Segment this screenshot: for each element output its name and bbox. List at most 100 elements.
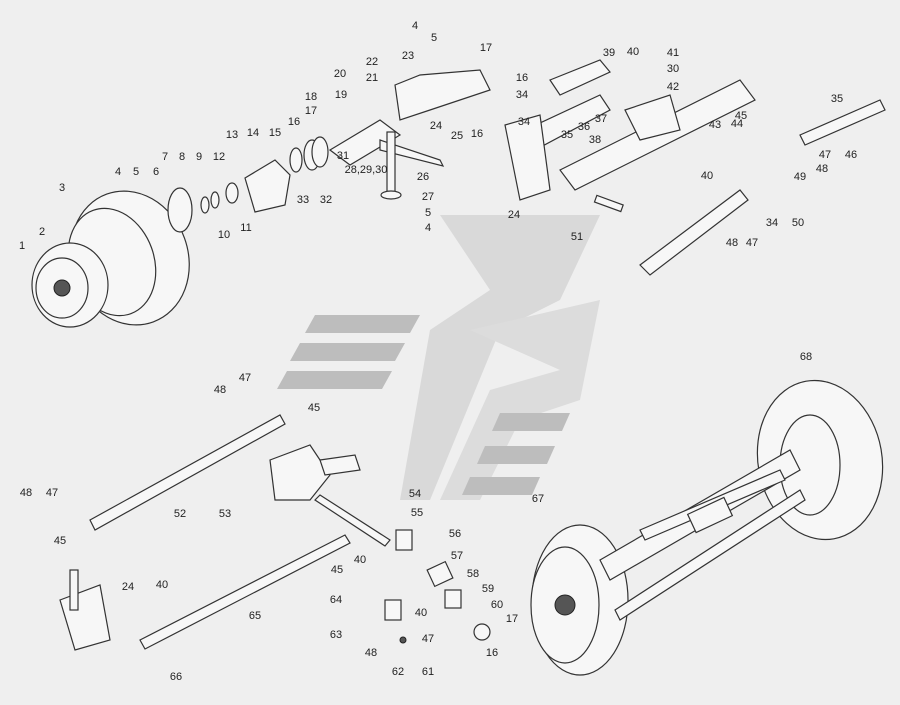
part-label: 50 [792,217,804,229]
part-label: 17 [480,42,492,54]
part-label: 64 [330,594,342,606]
part-label: 7 [162,151,168,163]
part-label: 68 [800,351,812,363]
part-label: 15 [269,127,281,139]
part-label: 55 [411,507,423,519]
part-label: 23 [402,50,414,62]
front-wheel-with-tire [31,190,190,328]
part-label: 53 [219,508,231,520]
steering-cylinders [504,59,886,276]
part-label: 43 [709,119,721,131]
part-label: 48 [726,237,738,249]
part-label: 40 [627,46,639,58]
part-label: 5 [133,166,139,178]
part-label: 45 [308,402,320,414]
part-label: 46 [845,149,857,161]
steering-knuckle-top [328,69,491,200]
part-label: 44 [731,118,743,130]
part-label: 4 [115,166,121,178]
logo-watermark [277,215,600,500]
part-label: 24 [430,120,442,132]
part-label: 4 [425,222,431,234]
part-label: 54 [409,488,421,500]
part-label: 51 [571,231,583,243]
part-label: 47 [819,149,831,161]
part-label: 5 [425,207,431,219]
part-label: 9 [196,151,202,163]
part-label: 30 [667,63,679,75]
part-label: 26 [417,171,429,183]
part-label: 16 [471,128,483,140]
part-label: 34 [766,217,778,229]
part-label: 27 [422,191,434,203]
hub-and-bearings [167,136,329,233]
part-label: 40 [701,170,713,182]
part-label: 36 [578,121,590,133]
part-label: 18 [305,91,317,103]
part-label: 17 [506,613,518,625]
part-label: 37 [595,113,607,125]
part-label: 16 [486,647,498,659]
part-label: 16 [288,116,300,128]
part-label: 45 [735,110,747,122]
part-label: 56 [449,528,461,540]
part-label: 3 [59,182,65,194]
part-label: 10 [218,229,230,241]
part-label: 33 [297,194,309,206]
part-label: 16 [516,72,528,84]
part-label: 12 [213,151,225,163]
part-label: 47 [239,372,251,384]
part-label: 60 [491,599,503,611]
part-label: 45 [54,535,66,547]
part-label: 66 [170,671,182,683]
part-label: 31 [337,150,349,162]
part-label: 19 [335,89,347,101]
tie-rods-and-knuckle [59,414,391,651]
part-label: 21 [366,72,378,84]
part-label: 49 [794,171,806,183]
part-label: 14 [247,127,259,139]
part-label: 1 [19,240,25,252]
part-label: 57 [451,550,463,562]
part-label: 22 [366,56,378,68]
part-label: 34 [516,89,528,101]
part-label: 39 [603,47,615,59]
part-label: 25 [451,130,463,142]
part-label: 2 [39,226,45,238]
part-label: 65 [249,610,261,622]
part-label: 67 [532,493,544,505]
part-label: 47 [746,237,758,249]
part-label: 45 [331,564,343,576]
part-label: 40 [354,554,366,566]
ball-joint-parts [384,529,491,644]
part-label: 47 [46,487,58,499]
part-label: 28,29,30 [345,164,388,176]
part-label: 40 [415,607,427,619]
part-label: 24 [508,209,520,221]
part-label: 48 [214,384,226,396]
part-label: 34 [518,116,530,128]
part-label: 6 [153,166,159,178]
part-label: 24 [122,581,134,593]
assembled-axle [530,379,884,676]
part-label: 61 [422,666,434,678]
part-label: 42 [667,81,679,93]
part-label: 40 [156,579,168,591]
part-label: 48 [816,163,828,175]
part-label: 32 [320,194,332,206]
part-label: 52 [174,508,186,520]
part-label: 35 [561,129,573,141]
part-label: 5 [431,32,437,44]
part-label: 59 [482,583,494,595]
part-label: 58 [467,568,479,580]
part-label: 8 [179,151,185,163]
part-label: 38 [589,134,601,146]
part-label: 63 [330,629,342,641]
part-label: 48 [20,487,32,499]
part-label: 17 [305,105,317,117]
part-label: 41 [667,47,679,59]
part-label: 35 [831,93,843,105]
